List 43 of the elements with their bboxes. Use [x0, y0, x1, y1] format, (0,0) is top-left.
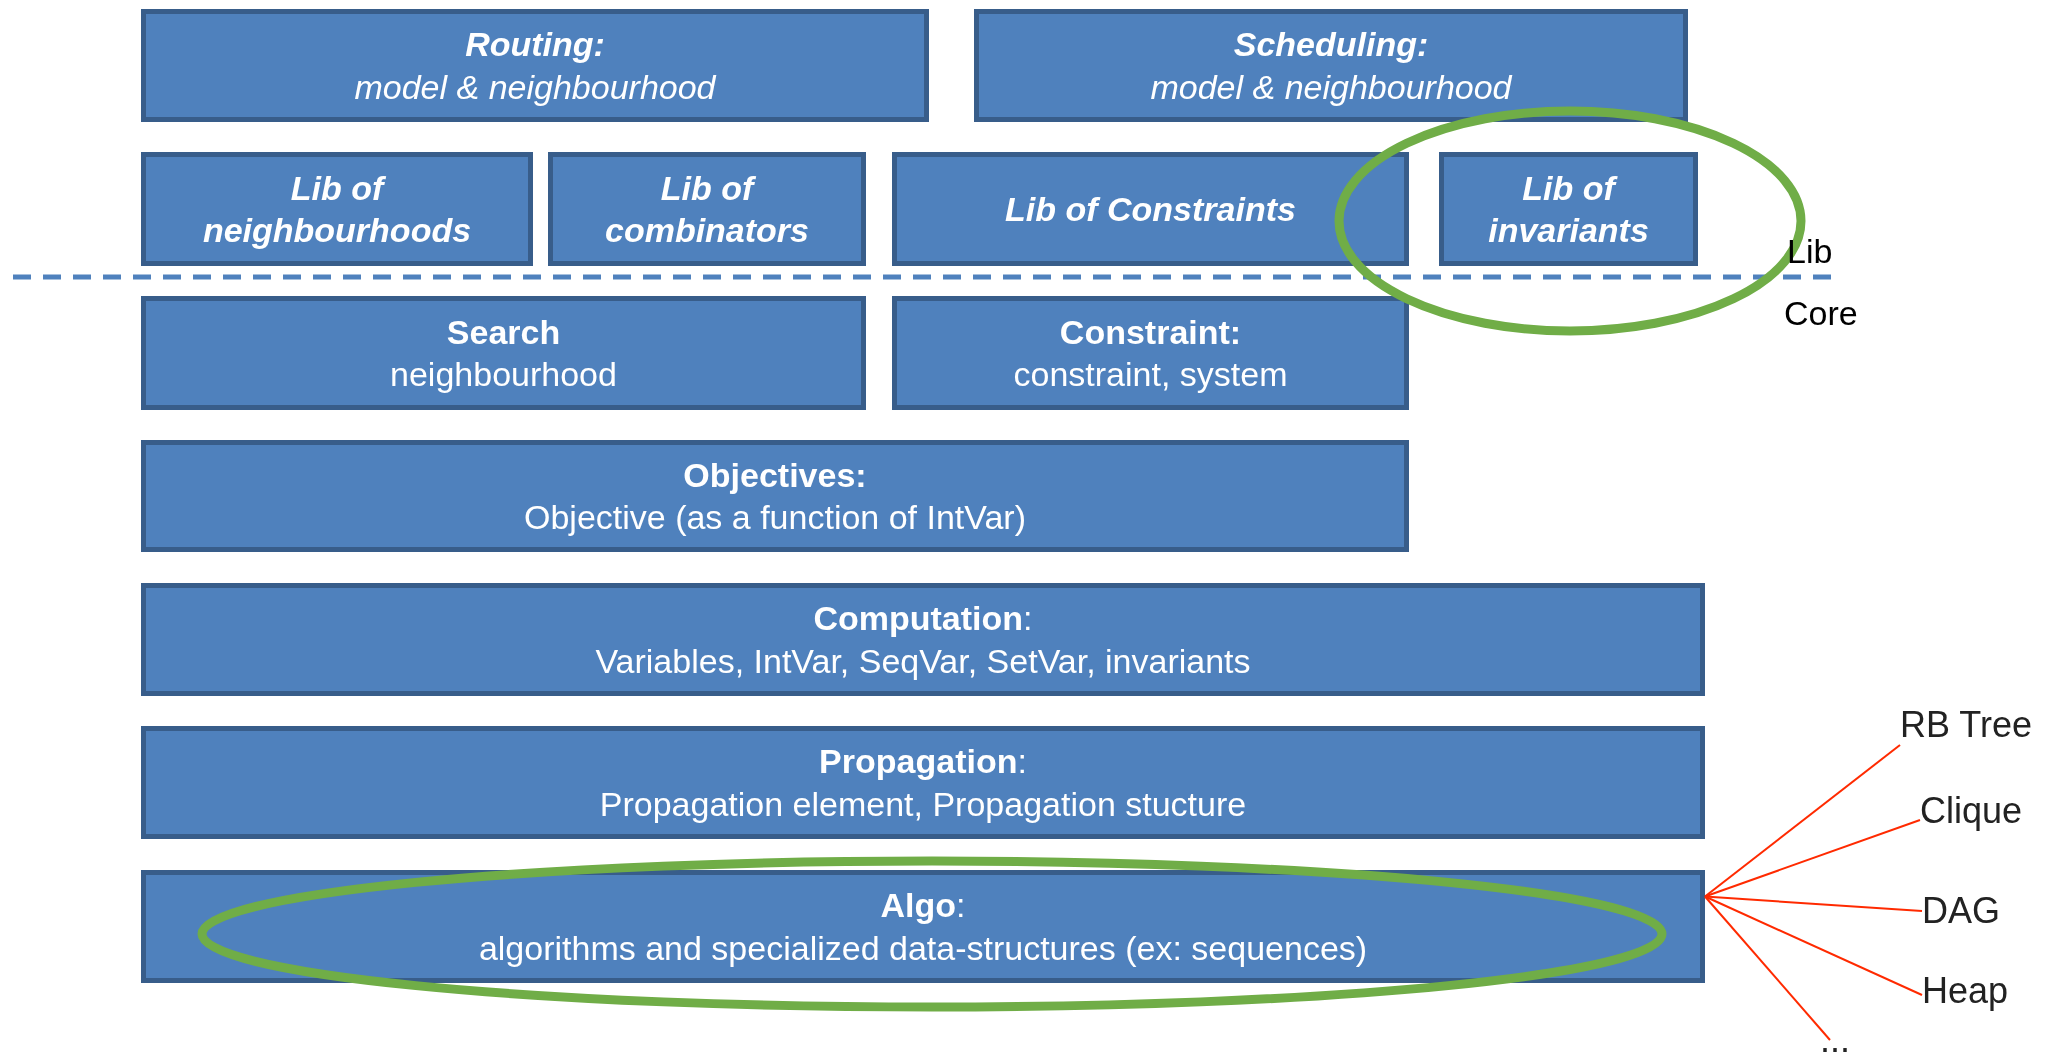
box-heading: Propagation: [819, 741, 1027, 782]
layer-box [141, 726, 1705, 839]
layer-box [141, 440, 1409, 552]
box-text: model & neighbourhood [354, 66, 716, 108]
box-text: constraint, system [1013, 354, 1288, 395]
data-structure-label: ... [1820, 1022, 1880, 1058]
layer-box [892, 152, 1409, 266]
box-text: neighbourhood [390, 354, 617, 395]
box-heading: Objectives: [683, 454, 867, 496]
layer-box [141, 870, 1705, 983]
box-heading: Scheduling: [1233, 24, 1429, 65]
layer-box [141, 296, 866, 410]
box-heading: Constraint: [1059, 311, 1242, 353]
layer-box [974, 9, 1688, 122]
box-heading: Lib of Constraints [1005, 188, 1296, 230]
layer-box [548, 152, 866, 266]
box-text: model & neighbourhood [1150, 66, 1512, 108]
layer-box [141, 9, 929, 122]
box-heading: Lib of combinators [603, 167, 810, 251]
box-text: Variables, IntVar, SeqVar, SetVar, invariants [595, 640, 1251, 682]
box-heading: Search [446, 311, 561, 353]
layer-box [141, 152, 533, 266]
data-structure-label: RB Tree [1900, 700, 2070, 750]
box-heading: Lib of invariants [1487, 167, 1650, 251]
box-text: Objective (as a function of IntVar) [523, 497, 1027, 538]
layer-box [1439, 152, 1698, 266]
box-heading: Routing: [465, 24, 605, 65]
box-heading: Computation: [813, 598, 1033, 639]
leader-line [1704, 744, 1901, 898]
layer-label: Core [1784, 294, 1858, 333]
leader-line [1704, 819, 1921, 898]
data-structure-label: Clique [1920, 786, 2070, 836]
data-structure-label: Heap [1922, 966, 2042, 1016]
layer-box [141, 583, 1705, 696]
box-text: algorithms and specialized data-structures (ex: sequences) [478, 927, 1368, 969]
layer-box [892, 296, 1409, 410]
leader-line [1704, 895, 1923, 912]
leader-line [1704, 895, 1831, 1041]
box-text: Propagation element, Propagation stucture [599, 783, 1247, 825]
leader-line [1704, 895, 1923, 996]
box-heading: Algo: [880, 885, 966, 926]
data-structure-label: DAG [1922, 886, 2042, 936]
box-heading: Lib of neighbourhoods [201, 167, 473, 251]
